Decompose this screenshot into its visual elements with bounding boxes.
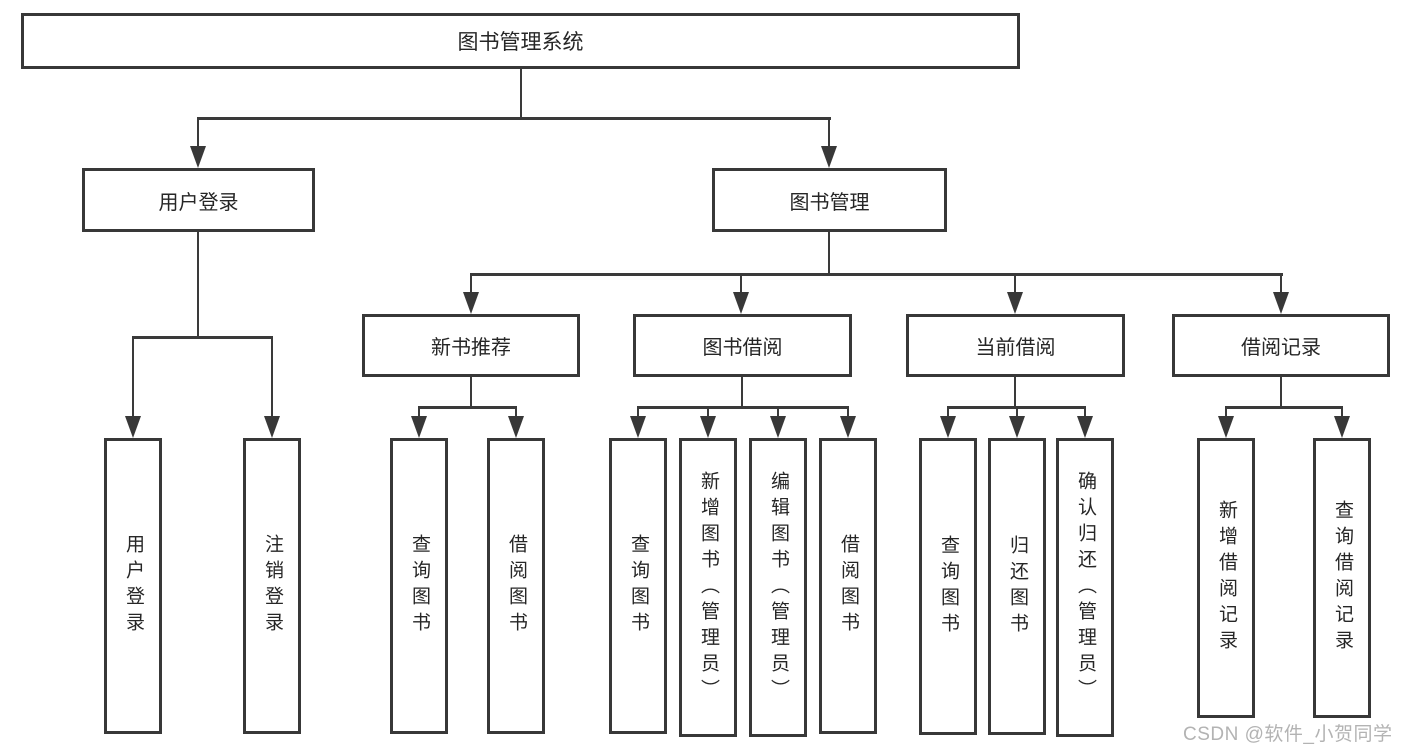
leaf-user-login: 用户登录 bbox=[104, 438, 162, 734]
leaf-current-return-books: 归还图书 bbox=[988, 438, 1046, 735]
edge-line bbox=[470, 377, 472, 408]
arrow-down-icon bbox=[508, 416, 524, 438]
leaf-borrow-add-books-admin: 新增图书（管理员） bbox=[679, 438, 737, 737]
node-label: 确认归还（管理员） bbox=[1074, 470, 1096, 705]
arrow-down-icon bbox=[125, 416, 141, 438]
leaf-recommend-borrow-books: 借阅图书 bbox=[487, 438, 545, 734]
arrow-down-icon bbox=[840, 416, 856, 438]
leaf-borrow-borrow-books: 借阅图书 bbox=[819, 438, 877, 734]
leaf-current-confirm-return-admin: 确认归还（管理员） bbox=[1056, 438, 1114, 737]
edge-line bbox=[1016, 406, 1018, 418]
arrow-down-icon bbox=[190, 146, 206, 168]
leaf-logout: 注销登录 bbox=[243, 438, 301, 734]
edge-line bbox=[1225, 406, 1227, 418]
node-label: 图书借阅 bbox=[702, 337, 783, 359]
leaf-record-add-borrow-record: 新增借阅记录 bbox=[1197, 438, 1255, 718]
node-root-library-system: 图书管理系统 bbox=[21, 13, 1020, 69]
edge-line bbox=[133, 336, 273, 339]
edge-line bbox=[271, 336, 273, 418]
edge-line bbox=[470, 273, 472, 294]
node-label: 新书推荐 bbox=[431, 337, 511, 359]
arrow-down-icon bbox=[821, 146, 837, 168]
edge-line bbox=[828, 117, 830, 148]
csdn-watermark: CSDN @软件_小贺同学 bbox=[1183, 724, 1393, 745]
arrow-down-icon bbox=[1218, 416, 1234, 438]
node-label: 图书管理 bbox=[789, 191, 870, 214]
arrow-down-icon bbox=[411, 416, 427, 438]
node-label: 查询图书 bbox=[937, 534, 959, 639]
node-label: 用户登录 bbox=[122, 534, 144, 638]
arrow-down-icon bbox=[733, 292, 749, 314]
edge-line bbox=[520, 69, 522, 119]
arrow-down-icon bbox=[1007, 292, 1023, 314]
edge-line bbox=[198, 117, 831, 120]
edge-line bbox=[1226, 406, 1343, 409]
edge-line bbox=[707, 406, 709, 418]
edge-line bbox=[471, 273, 1283, 276]
arrow-down-icon bbox=[1273, 292, 1289, 314]
node-current-borrow: 当前借阅 bbox=[906, 314, 1125, 377]
edge-line bbox=[197, 232, 199, 338]
edge-line bbox=[418, 406, 420, 418]
arrow-down-icon bbox=[1334, 416, 1350, 438]
leaf-recommend-query-books: 查询图书 bbox=[390, 438, 448, 734]
edge-line bbox=[1341, 406, 1343, 418]
node-user-login: 用户登录 bbox=[82, 168, 315, 232]
node-label: 用户登录 bbox=[158, 191, 239, 214]
edge-line bbox=[1014, 377, 1016, 408]
node-label: 新增借阅记录 bbox=[1215, 500, 1237, 656]
edge-line bbox=[1084, 406, 1086, 418]
node-book-borrow: 图书借阅 bbox=[633, 314, 852, 377]
node-label: 图书管理系统 bbox=[457, 31, 584, 54]
leaf-current-query-books: 查询图书 bbox=[919, 438, 977, 735]
node-label: 编辑图书（管理员） bbox=[767, 470, 789, 705]
arrow-down-icon bbox=[700, 416, 716, 438]
node-label: 归还图书 bbox=[1006, 534, 1028, 639]
node-label: 查询图书 bbox=[408, 534, 430, 638]
arrow-down-icon bbox=[463, 292, 479, 314]
edge-line bbox=[1280, 377, 1282, 408]
arrow-down-icon bbox=[1077, 416, 1093, 438]
node-label: 借阅图书 bbox=[837, 534, 859, 638]
leaf-borrow-query-books: 查询图书 bbox=[609, 438, 667, 734]
node-label: 查询图书 bbox=[627, 534, 649, 638]
edge-line bbox=[637, 406, 639, 418]
edge-line bbox=[741, 377, 743, 408]
edge-line bbox=[132, 336, 134, 418]
node-book-management: 图书管理 bbox=[712, 168, 947, 232]
arrow-down-icon bbox=[264, 416, 280, 438]
leaf-borrow-edit-books-admin: 编辑图书（管理员） bbox=[749, 438, 807, 737]
edge-line bbox=[847, 406, 849, 418]
edge-line bbox=[828, 232, 830, 275]
node-new-book-recommend: 新书推荐 bbox=[362, 314, 580, 377]
arrow-down-icon bbox=[940, 416, 956, 438]
edge-line bbox=[638, 406, 849, 409]
arrow-down-icon bbox=[630, 416, 646, 438]
leaf-record-query-borrow-record: 查询借阅记录 bbox=[1313, 438, 1371, 718]
node-label: 查询借阅记录 bbox=[1331, 500, 1353, 656]
node-label: 借阅记录 bbox=[1241, 337, 1321, 359]
node-label: 注销登录 bbox=[261, 534, 283, 638]
edge-line bbox=[419, 406, 517, 409]
edge-line bbox=[1280, 273, 1282, 294]
edge-line bbox=[740, 273, 742, 294]
edge-line bbox=[515, 406, 517, 418]
edge-line bbox=[1014, 273, 1016, 294]
edge-line bbox=[947, 406, 949, 418]
edge-line bbox=[197, 117, 199, 148]
arrow-down-icon bbox=[770, 416, 786, 438]
node-label: 当前借阅 bbox=[975, 337, 1056, 359]
node-label: 借阅图书 bbox=[505, 534, 527, 638]
node-borrow-record: 借阅记录 bbox=[1172, 314, 1390, 377]
edge-line bbox=[777, 406, 779, 418]
node-label: 新增图书（管理员） bbox=[697, 470, 719, 705]
arrow-down-icon bbox=[1009, 416, 1025, 438]
